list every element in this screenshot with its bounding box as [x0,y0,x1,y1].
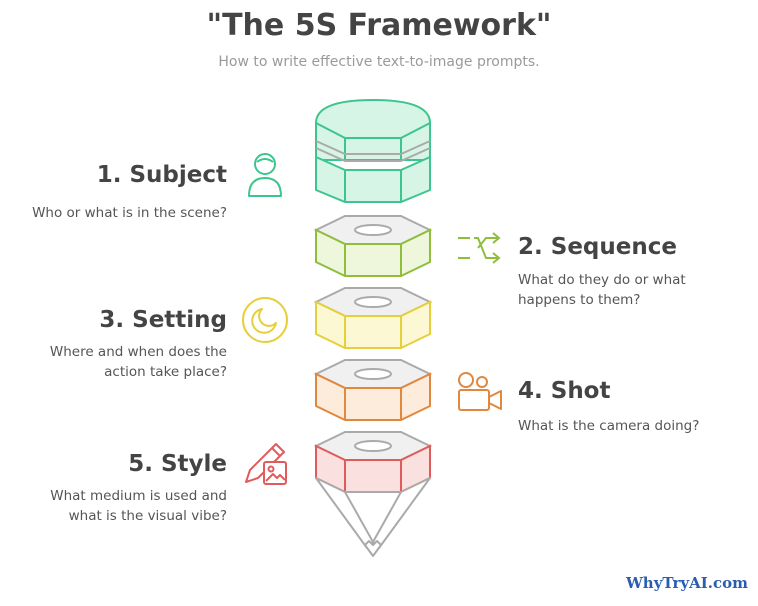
segment-subject [315,98,431,203]
step-shot-heading: 4. Shot [518,378,611,404]
page-title: "The 5S Framework" [206,8,552,43]
pencil-tip [315,477,431,557]
page-subtitle: How to write effective text-to-image pro… [218,54,540,70]
video-camera-icon [458,372,502,411]
step-style-description: What medium is used and what is the visu… [50,488,227,524]
step-shot-description: What is the camera doing? [518,418,700,434]
moon-clock-icon [242,297,288,343]
person-icon [248,153,282,197]
segment-style [313,431,433,493]
watermark: WhyTryAI.com [625,574,748,592]
segment-setting [313,287,433,349]
segment-shot [313,359,433,421]
step-subject-description: Who or what is in the scene? [32,205,227,221]
step-sequence-description: What do they do or what happens to them? [518,272,686,308]
step-sequence-heading: 2. Sequence [518,234,677,260]
segment-sequence [313,215,433,277]
shuffle-arrows-icon [458,232,501,264]
step-setting-description: Where and when does the action take plac… [49,344,227,380]
pencil-image-icon [245,443,287,485]
step-setting-heading: 3. Setting [99,307,227,333]
step-style-heading: 5. Style [128,451,227,477]
step-subject-heading: 1. Subject [96,162,227,188]
